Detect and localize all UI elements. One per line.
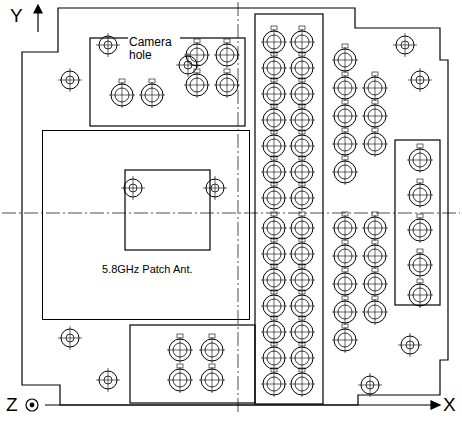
axis-label: X bbox=[443, 395, 456, 415]
part-label: Camera hole bbox=[128, 36, 180, 61]
center-lines bbox=[2, 2, 460, 412]
component-circles bbox=[109, 26, 433, 397]
mounting-holes bbox=[58, 33, 432, 397]
axis-label: Y bbox=[10, 6, 23, 26]
axes bbox=[26, 5, 440, 411]
antenna-label: 5.8GHz Patch Ant. bbox=[102, 263, 193, 275]
axis-label: Z bbox=[6, 395, 18, 415]
antenna-area: 5.8GHz Patch Ant. bbox=[42, 130, 250, 320]
board-outline bbox=[22, 8, 448, 405]
